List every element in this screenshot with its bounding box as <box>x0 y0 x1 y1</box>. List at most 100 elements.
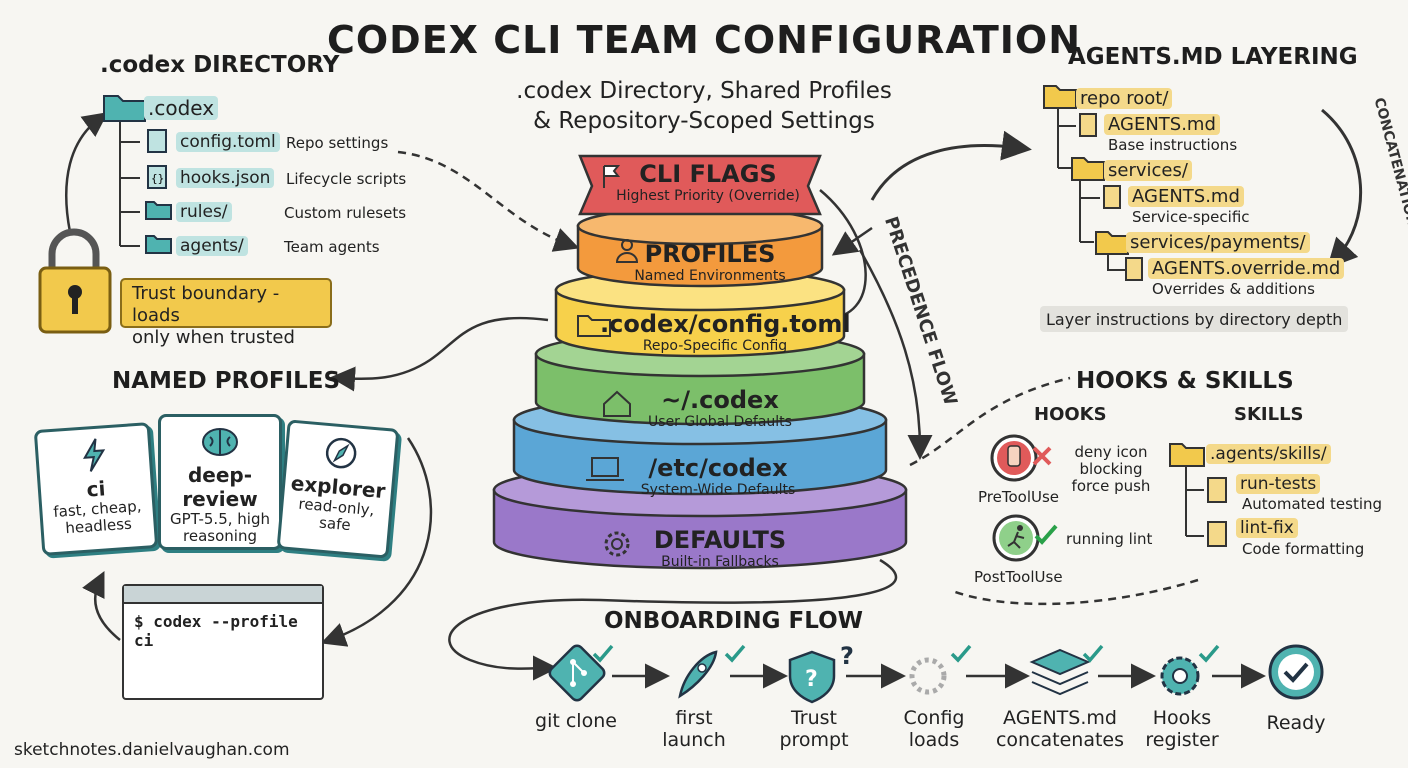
skill-lint-fix-desc: Code formatting <box>1242 540 1365 558</box>
hooks-header: HOOKS <box>1034 404 1107 425</box>
file-icon <box>1125 257 1143 281</box>
profile-card-deep-review[interactable]: deep-review GPT-5.5, high reasoning <box>158 414 282 550</box>
item-rules: rules/ <box>176 202 232 222</box>
gear-icon <box>604 531 630 557</box>
terminal-window[interactable]: $ codex --profile ci <box>122 584 324 700</box>
item-config-toml-desc: Repo settings <box>286 134 389 152</box>
subtitle-line-1: .codex Directory, Shared Profiles <box>516 78 892 104</box>
codex-root-folder: .codex <box>144 96 219 120</box>
lightning-icon <box>82 438 106 472</box>
named-profiles-header: NAMED PROFILES <box>112 368 341 394</box>
tier-profiles <box>576 206 824 288</box>
tree-agents-md-service: AGENTS.md <box>1128 186 1244 207</box>
tree-agents-override-desc: Overrides & additions <box>1152 280 1315 298</box>
folder-icon <box>145 201 172 220</box>
item-agents-desc: Team agents <box>284 238 380 256</box>
tier-profiles-label: PROFILES Named Environments <box>634 240 786 284</box>
laptop-icon <box>586 457 624 481</box>
svg-text:{}: {} <box>151 172 164 185</box>
running-person-icon <box>992 514 1058 562</box>
hook-pretooluse-desc: deny icon blocking force push <box>1071 443 1151 495</box>
hook-posttooluse: PostToolUse <box>974 568 1063 586</box>
profile-card-explorer[interactable]: explorer read-only, safe <box>276 419 400 559</box>
page-subtitle: .codex Directory, Shared Profiles & Repo… <box>420 76 988 136</box>
agents-md-tree <box>1040 85 1348 332</box>
shield-icon: ?? <box>788 642 854 704</box>
git-icon <box>548 644 606 702</box>
item-agents: agents/ <box>176 236 248 256</box>
gear-icon <box>1160 656 1200 696</box>
skills-root-folder: .agents/skills/ <box>1206 444 1331 464</box>
tier-etc-codex-label: /etc/codex System-Wide Defaults <box>640 454 796 498</box>
braces-file-icon <box>147 165 167 189</box>
file-icon <box>1207 477 1227 503</box>
tier-repo-config-label: .codex/config.toml Repo-Specific Config <box>600 310 851 354</box>
tree-agents-md-service-desc: Service-specific <box>1132 208 1250 226</box>
tier-cli-flags-banner <box>578 154 822 216</box>
flag-icon <box>603 165 621 188</box>
rocket-icon <box>678 650 718 699</box>
skill-run-tests-desc: Automated testing <box>1242 495 1383 513</box>
compass-icon <box>325 437 357 469</box>
codex-directory-header: .codex DIRECTORY <box>100 52 340 78</box>
item-hooks-json-desc: Lifecycle scripts <box>286 170 407 188</box>
onboarding-step-ready: Ready <box>1266 712 1326 734</box>
hook-posttooluse-desc: running lint <box>1066 530 1153 548</box>
hooks-skills-header: HOOKS & SKILLS <box>1076 368 1294 394</box>
hook-pretooluse: PreToolUse <box>978 488 1060 506</box>
folder-icon <box>1169 443 1205 467</box>
profile-card-ci[interactable]: ci fast, cheap, headless <box>33 422 159 556</box>
terminal-command[interactable]: $ codex --profile ci <box>134 612 298 650</box>
tree-repo-root: repo root/ <box>1076 88 1173 109</box>
loading-icon <box>909 657 947 695</box>
tree-agents-md-base-desc: Base instructions <box>1108 136 1238 154</box>
agents-md-header: AGENTS.MD LAYERING <box>1068 44 1358 70</box>
tree-agents-md-base: AGENTS.md <box>1104 114 1220 135</box>
tier-defaults-label: DEFAULTS Built-in Fallbacks <box>653 526 787 570</box>
tree-services-payments: services/payments/ <box>1126 232 1310 253</box>
skill-run-tests: run-tests <box>1236 474 1321 494</box>
folder-icon <box>577 315 611 337</box>
file-icon <box>1079 113 1097 137</box>
deny-hand-icon <box>990 434 1052 482</box>
check-circle-icon <box>1268 644 1324 700</box>
tree-services: services/ <box>1104 160 1192 181</box>
home-icon <box>603 390 631 417</box>
tree-agents-override: AGENTS.override.md <box>1148 258 1345 279</box>
skills-header: SKILLS <box>1234 404 1304 425</box>
step-checkmarks <box>592 644 1220 663</box>
onboarding-header: ONBOARDING FLOW <box>604 608 864 634</box>
file-icon <box>147 129 167 153</box>
folder-icon <box>145 235 172 254</box>
item-hooks-json: hooks.json <box>176 168 275 188</box>
person-icon <box>615 239 639 263</box>
layers-icon <box>1029 648 1091 696</box>
file-icon <box>1207 521 1227 547</box>
footer-credit: sketchnotes.danielvaughan.com <box>14 740 290 760</box>
file-icon <box>1103 185 1121 209</box>
skill-lint-fix: lint-fix <box>1236 518 1298 538</box>
agents-md-footer-bg <box>1040 306 1348 332</box>
subtitle-line-2: & Repository-Scoped Settings <box>533 108 875 134</box>
terminal-title-bar <box>124 586 322 604</box>
item-config-toml: config.toml <box>176 132 280 152</box>
item-rules-desc: Custom rulesets <box>284 204 407 222</box>
codex-tree: {} <box>38 95 172 334</box>
tier-cli-flags: CLI FLAGS Highest Priority (Override) <box>616 160 800 204</box>
onboarding-step-git-clone: git clone <box>535 710 617 732</box>
svg-text:?: ? <box>805 667 818 692</box>
lock-icon <box>38 228 112 334</box>
brain-icon <box>202 428 238 456</box>
svg-text:?: ? <box>840 642 854 670</box>
trust-boundary-note: Trust boundary - loads only when trusted <box>120 278 332 348</box>
tier-user-codex-label: ~/.codex User Global Defaults <box>648 386 792 430</box>
